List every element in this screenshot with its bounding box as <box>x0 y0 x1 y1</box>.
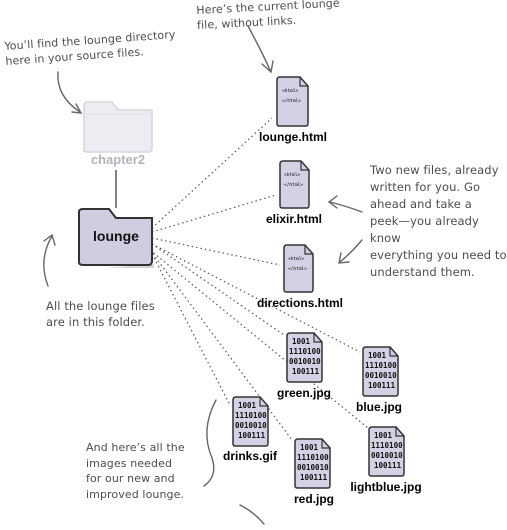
annotation-arrows <box>43 25 363 525</box>
link-red-jpg <box>149 249 293 441</box>
svg-text:1001: 1001 <box>300 443 319 452</box>
svg-text:0010010: 0010010 <box>297 463 329 472</box>
svg-text:1110100: 1110100 <box>365 361 397 370</box>
svg-text:1001: 1001 <box>292 337 311 346</box>
svg-text:1110100: 1110100 <box>371 441 403 450</box>
svg-text:0010010: 0010010 <box>235 421 267 430</box>
lounge-html-icon[interactable]: <html> </html> <box>274 74 310 133</box>
svg-text:1001: 1001 <box>238 401 257 410</box>
arrowhead-new-files-1 <box>327 195 338 209</box>
arrow-folder-note <box>43 235 53 287</box>
image-file-icon: 1001 1110100 0010010 100111 <box>294 438 331 489</box>
directions-html-icon[interactable]: <html> </html> <box>281 242 315 299</box>
svg-text:<html>: <html> <box>284 172 301 178</box>
drinks-gif-label: drinks.gif <box>222 449 278 463</box>
annotation-new-files: Two new files, already written for you. … <box>370 163 507 279</box>
svg-text:100111: 100111 <box>292 367 320 376</box>
arrow-current-lounge <box>247 25 271 71</box>
folder-icon <box>83 101 153 153</box>
chapter2-folder[interactable]: chapter2 <box>82 98 154 172</box>
image-file-icon: 1001 1110100 0010010 100111 <box>286 332 323 383</box>
html-file-icon: <html> </html> <box>279 160 310 209</box>
lounge-folder[interactable]: lounge <box>76 204 156 270</box>
svg-text:1110100: 1110100 <box>297 453 329 462</box>
red-jpg-icon[interactable]: 1001 1110100 0010010 100111 <box>292 436 332 495</box>
elixir-html-label: elixir.html <box>265 212 323 226</box>
svg-text:100111: 100111 <box>368 381 396 390</box>
drinks-gif-icon[interactable]: 1001 1110100 0010010 100111 <box>230 394 270 453</box>
arrow-images-note <box>203 399 217 487</box>
arrowhead-source-files <box>71 103 83 114</box>
svg-text:<html>: <html> <box>282 88 299 94</box>
svg-text:1001: 1001 <box>368 351 387 360</box>
svg-text:</html>: </html> <box>288 266 307 272</box>
chapter2-folder-label: chapter2 <box>90 152 146 167</box>
svg-text:0010010: 0010010 <box>371 451 403 460</box>
annotation-images-note: And here’s all the images needed for our… <box>86 441 185 501</box>
elixir-html-icon[interactable]: <html> </html> <box>277 158 311 215</box>
green-jpg-label: green.jpg <box>276 386 332 400</box>
image-file-icon: 1001 1110100 0010010 100111 <box>362 346 399 397</box>
arrow-new-files-2 <box>339 239 363 263</box>
dotted-links <box>149 117 369 441</box>
arrow-images-note-bottom <box>239 504 265 525</box>
arrowhead-new-files-2 <box>338 252 350 264</box>
svg-text:1001: 1001 <box>374 431 393 440</box>
html-file-icon: <html> </html> <box>276 76 309 127</box>
svg-text:</html>: </html> <box>284 182 303 188</box>
arrow-source-files <box>57 71 81 113</box>
link-directions-html <box>151 237 281 266</box>
lightblue-jpg-icon[interactable]: 1001 1110100 0010010 100111 <box>366 424 406 483</box>
annotation-folder-note: All the lounge files are in this folder. <box>46 299 155 329</box>
link-elixir-html <box>151 194 277 233</box>
link-drinks-gif <box>149 249 231 406</box>
svg-text:100111: 100111 <box>300 473 328 482</box>
link-lounge-html <box>151 117 273 229</box>
link-green-jpg <box>151 243 285 336</box>
svg-text:100111: 100111 <box>238 431 266 440</box>
arrow-new-files-1 <box>329 201 363 213</box>
html-file-icon: <html> </html> <box>283 244 314 293</box>
image-file-icon: 1001 1110100 0010010 100111 <box>368 426 405 477</box>
red-jpg-label: red.jpg <box>293 492 335 506</box>
image-file-icon: 1001 1110100 0010010 100111 <box>232 396 269 447</box>
svg-text:1110100: 1110100 <box>289 347 321 356</box>
svg-text:0010010: 0010010 <box>365 371 397 380</box>
blue-jpg-icon[interactable]: 1001 1110100 0010010 100111 <box>360 344 400 403</box>
lounge-folder-label: lounge <box>93 228 139 244</box>
svg-text:0010010: 0010010 <box>289 357 321 366</box>
link-blue-jpg <box>151 243 361 353</box>
lightblue-jpg-label: lightblue.jpg <box>350 480 422 494</box>
lounge-html-label: lounge.html <box>259 130 327 144</box>
directions-html-label: directions.html <box>256 296 344 310</box>
svg-text:100111: 100111 <box>374 461 402 470</box>
green-jpg-icon[interactable]: 1001 1110100 0010010 100111 <box>284 330 324 389</box>
arrowhead-current-lounge <box>261 60 274 74</box>
svg-text:</html>: </html> <box>282 98 301 104</box>
arrowhead-folder-note <box>43 233 56 246</box>
svg-text:<html>: <html> <box>288 256 305 262</box>
blue-jpg-label: blue.jpg <box>356 400 402 414</box>
link-lightblue-jpg <box>149 249 369 429</box>
svg-text:1110100: 1110100 <box>235 411 267 420</box>
